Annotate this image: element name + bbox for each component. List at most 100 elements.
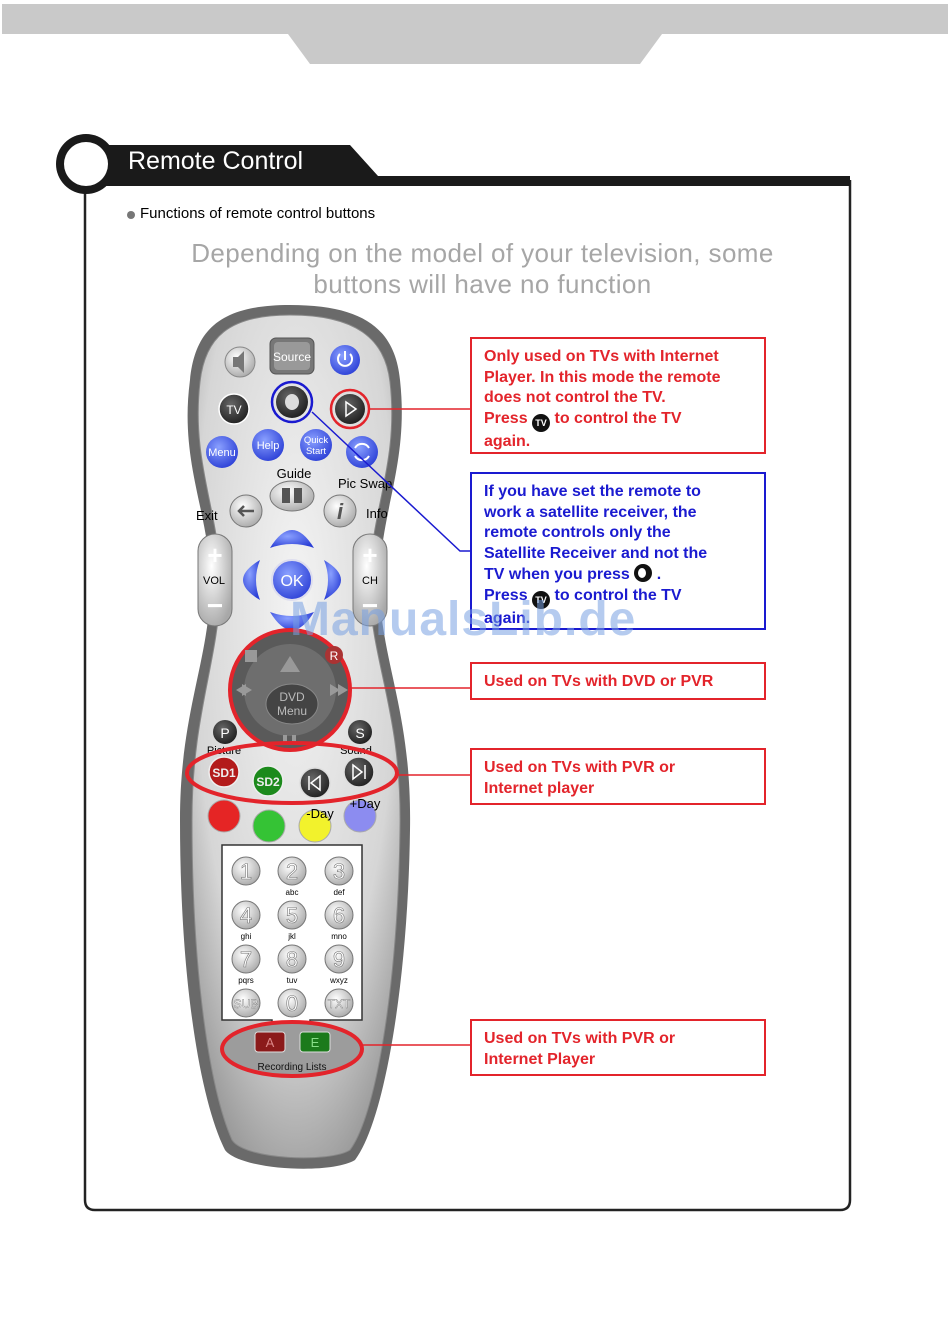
channel-rocker[interactable]: + − — [352, 533, 388, 627]
callout-text: Internet Player — [484, 1050, 596, 1068]
help-label: Help — [257, 440, 280, 452]
sd-row-highlight — [185, 741, 399, 805]
recording-a-button[interactable]: A — [254, 1031, 286, 1053]
bullet-icon — [127, 211, 135, 219]
callout-text: work a satellite receiver, the — [484, 503, 697, 521]
help-button[interactable]: Help — [252, 429, 284, 461]
dvd-menu-button[interactable] — [265, 683, 319, 725]
tv-button[interactable]: TV — [218, 393, 250, 425]
record-button[interactable] — [325, 646, 343, 664]
sound-button[interactable]: S — [348, 720, 372, 744]
exit-label: Exit — [196, 508, 218, 523]
section-subheading: Functions of remote control buttons — [140, 205, 376, 222]
callout-text: If you have set the remote to — [484, 483, 701, 500]
skip-back-button[interactable] — [299, 767, 331, 799]
tv-chip-icon: TV — [532, 590, 551, 609]
header-circle-inner — [64, 142, 108, 186]
key-4[interactable]: 4 ghi — [231, 900, 261, 941]
play-up-icon[interactable] — [280, 656, 300, 672]
green-button[interactable] — [252, 809, 286, 843]
dpad-down[interactable] — [270, 612, 314, 630]
content-frame — [83, 180, 852, 1212]
satellite-button[interactable] — [270, 380, 314, 424]
key-letters-label: def — [333, 888, 345, 897]
sub-key[interactable]: SUB — [231, 988, 261, 1018]
source-button[interactable]: Source — [269, 337, 315, 375]
yellow-button[interactable] — [298, 809, 332, 843]
sd1-button[interactable]: SD1 — [208, 756, 240, 788]
red-button[interactable] — [207, 799, 241, 833]
key-letters-label: pqrs — [238, 976, 254, 985]
dpad-right[interactable] — [324, 560, 341, 600]
exit-button[interactable] — [229, 494, 263, 528]
s-label: S — [355, 725, 364, 741]
callout-text: Used on TVs with DVD or PVR — [484, 673, 714, 690]
key-number-label: 5 — [286, 903, 298, 928]
key-7[interactable]: 7 pqrs — [231, 944, 261, 985]
key-number-label: 4 — [240, 903, 252, 928]
rec-a-label: A — [266, 1035, 275, 1050]
callout-internet-player: Only used on TVs with Internet Player. I… — [470, 337, 766, 454]
tv-label: TV — [226, 403, 241, 417]
callout-text: Press TV to control the TV — [484, 586, 752, 609]
connector-satellite — [311, 411, 470, 552]
mute-button[interactable] — [224, 346, 256, 378]
volume-rocker[interactable]: + − — [197, 533, 233, 627]
sd1-label: SD1 — [212, 766, 236, 780]
dpad-up[interactable] — [270, 530, 314, 548]
callout-pvr-internet: Used on TVs with PVR or Internet player — [470, 748, 766, 805]
callout-text: TV when you press . — [484, 564, 752, 586]
guide-button[interactable] — [269, 480, 315, 512]
internet-player-button[interactable] — [329, 388, 371, 430]
key-0-label: 0 — [286, 991, 298, 1016]
skip-forward-button[interactable] — [343, 756, 375, 788]
quick-start-button[interactable]: Quick Start — [300, 429, 332, 461]
key-1[interactable]: 1 — [231, 856, 261, 886]
callout-text: . — [656, 566, 662, 583]
key-number-label: 7 — [240, 947, 252, 972]
satellite-chip-icon — [634, 564, 653, 582]
key-number-label: 8 — [286, 947, 298, 972]
blue-button[interactable] — [343, 799, 377, 833]
key-letters-label: abc — [286, 888, 299, 897]
txt-key[interactable]: TXT — [324, 988, 354, 1018]
sd2-button[interactable]: SD2 — [252, 765, 284, 797]
callout-text: Only used on TVs with Internet — [484, 348, 719, 365]
callout-recording: Used on TVs with PVR or Internet Player — [470, 1019, 766, 1076]
key-letters-label: ghi — [241, 932, 252, 941]
pause-icon[interactable] — [283, 735, 287, 745]
callout-dvd-pvr: Used on TVs with DVD or PVR — [470, 662, 766, 700]
recording-e-button[interactable]: E — [299, 1031, 331, 1053]
info-icon: i — [337, 499, 344, 524]
model-note: Depending on the model of your televisio… — [191, 238, 774, 299]
tv-chip-icon: TV — [532, 413, 551, 432]
callout-text: remote controls only the — [484, 524, 671, 541]
dpad-left[interactable] — [243, 560, 260, 600]
pic-swap-button[interactable] — [346, 436, 378, 468]
picture-button[interactable]: P — [213, 720, 237, 744]
header-bar — [100, 145, 850, 186]
key-letters-label: mno — [331, 932, 347, 941]
ok-button[interactable] — [271, 559, 313, 601]
txt-key-label: TXT — [328, 997, 351, 1011]
quick-start-label-1: Quick — [304, 435, 329, 446]
dpad[interactable]: OK — [243, 530, 341, 630]
callout-text: does not control the TV. — [484, 389, 666, 406]
key-number-label: 1 — [240, 859, 252, 884]
power-button[interactable] — [330, 345, 360, 375]
callout-text: Press — [484, 586, 528, 604]
stop-icon[interactable] — [245, 650, 257, 662]
info-button[interactable]: i — [323, 494, 357, 528]
menu-button[interactable]: Menu — [206, 436, 238, 468]
fast-forward-icon[interactable] — [330, 684, 340, 696]
key-0[interactable]: 0 — [277, 988, 307, 1018]
